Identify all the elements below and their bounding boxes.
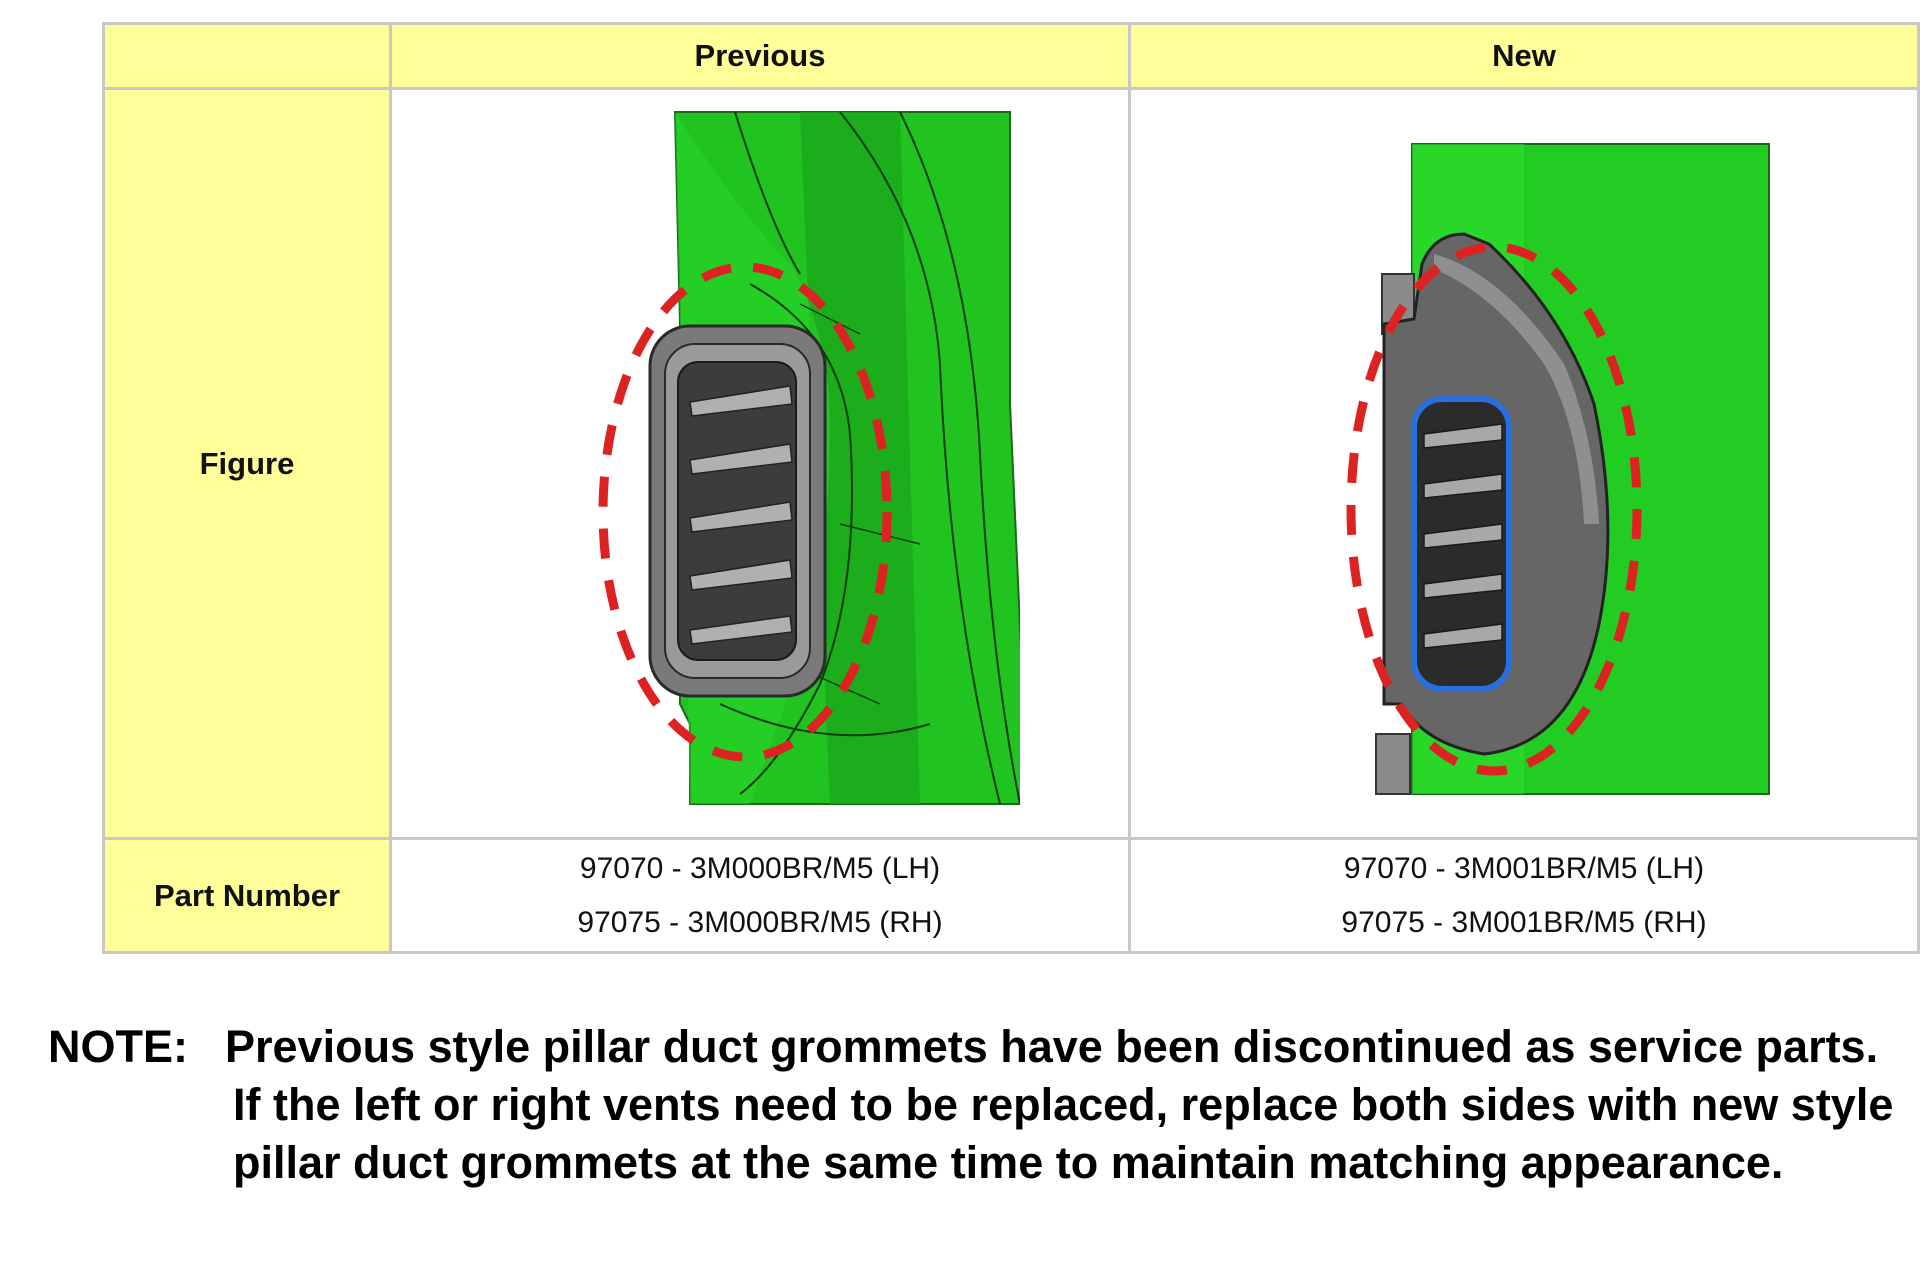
row-label-figure: Figure bbox=[102, 87, 392, 840]
comparison-table: Previous New Figure bbox=[102, 22, 1920, 954]
part-number-new-rh: 97075 - 3M001BR/M5 (RH) bbox=[1341, 905, 1707, 939]
header-empty-cell bbox=[102, 22, 392, 90]
service-note: NOTE: Previous style pillar duct grommet… bbox=[48, 1018, 1918, 1192]
part-numbers-previous: 97070 - 3M000BR/M5 (LH) 97075 - 3M000BR/… bbox=[389, 837, 1131, 954]
previous-vent-grommet-image bbox=[598, 110, 1020, 805]
new-vent-grommet-image bbox=[1346, 142, 1770, 795]
note-text: Previous style pillar duct grommets have… bbox=[225, 1021, 1894, 1188]
part-numbers-new: 97070 - 3M001BR/M5 (LH) 97075 - 3M001BR/… bbox=[1128, 837, 1920, 954]
header-new: New bbox=[1128, 22, 1920, 90]
note-label: NOTE: bbox=[48, 1021, 188, 1072]
figure-previous-cell bbox=[389, 87, 1131, 840]
part-number-new-lh: 97070 - 3M001BR/M5 (LH) bbox=[1343, 851, 1705, 885]
row-label-part-number: Part Number bbox=[102, 837, 392, 954]
figure-new-cell bbox=[1128, 87, 1920, 840]
part-number-previous-lh: 97070 - 3M000BR/M5 (LH) bbox=[579, 851, 941, 885]
header-previous: Previous bbox=[389, 22, 1131, 90]
part-number-previous-rh: 97075 - 3M000BR/M5 (RH) bbox=[577, 905, 943, 939]
